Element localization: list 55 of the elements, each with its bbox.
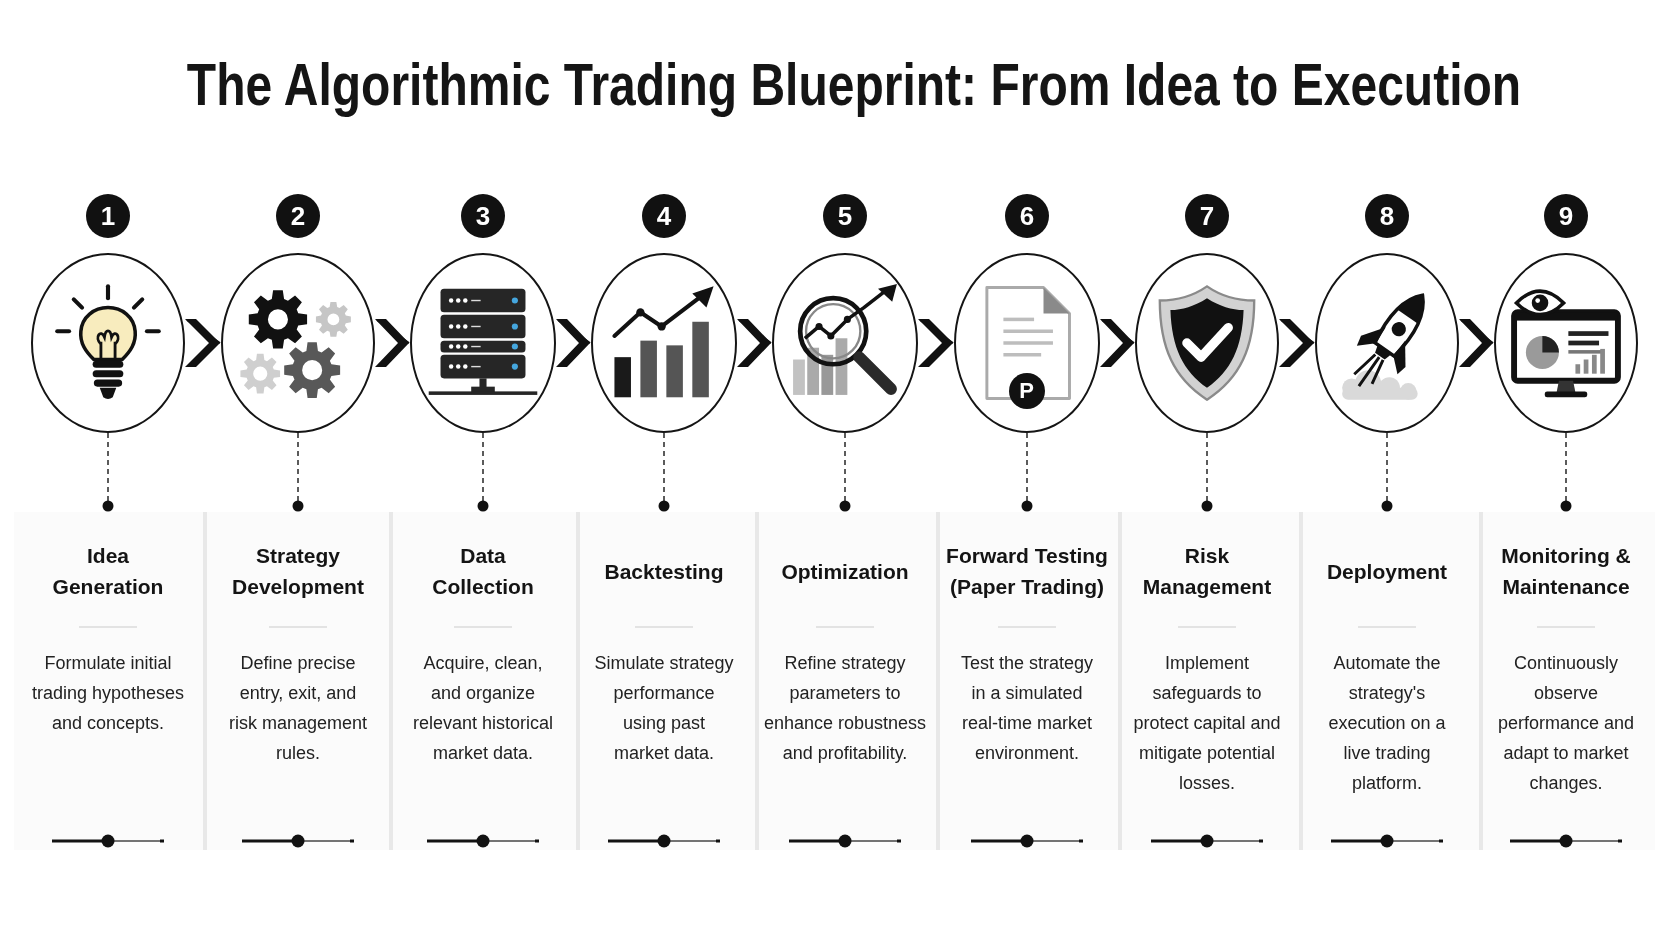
step-circle <box>410 253 556 433</box>
step-column <box>14 512 203 850</box>
number-badge: 9 <box>1544 194 1588 238</box>
step-column <box>576 512 755 850</box>
step-column <box>389 512 576 850</box>
step-title: Strategy Development <box>232 543 364 600</box>
step-description: Acquire, clean, and organize relevant historical market data. <box>412 652 554 765</box>
number-badge: 7 <box>1185 194 1229 238</box>
step-column <box>1299 512 1479 850</box>
step-description: Implement safeguards to protect capital and mitigate potential losses. <box>1133 652 1281 795</box>
step-title: Data Collection <box>432 543 534 600</box>
step-circle <box>221 253 375 433</box>
dashed-connector <box>1381 432 1393 513</box>
step-circle <box>954 253 1100 433</box>
step-circle <box>1315 253 1459 433</box>
step-title: Forward Testing (Paper Trading) <box>946 543 1108 600</box>
number-badge: 1 <box>86 194 130 238</box>
step-title: Optimization <box>781 558 909 585</box>
number-badge: 5 <box>823 194 867 238</box>
step-title: Risk Management <box>1142 543 1272 600</box>
step-circle <box>31 253 185 433</box>
step-description: Test the strategy in a simulated real-time market environment. <box>960 652 1094 765</box>
step-circle <box>772 253 918 433</box>
step-description: Automate the strategy's execution on a live trading platform. <box>1328 652 1446 795</box>
step-description: Define precise entry, exit, and risk management rules. <box>228 652 368 765</box>
number-badge: 6 <box>1005 194 1049 238</box>
step-title: Backtesting <box>604 558 724 585</box>
number-badge: 4 <box>642 194 686 238</box>
dashed-connector <box>1201 432 1213 513</box>
step-title: Deployment <box>1326 558 1448 585</box>
step-column <box>755 512 936 850</box>
number-badge: 2 <box>276 194 320 238</box>
step-description: Continuously observe performance and adapt to market changes. <box>1497 652 1635 795</box>
step-circle <box>1494 253 1638 433</box>
dashed-connector <box>658 432 670 513</box>
dashed-connector <box>292 432 304 513</box>
number-badge: 8 <box>1365 194 1409 238</box>
step-title: Monitoring & Maintenance <box>1501 543 1631 600</box>
step-description: Formulate initial trading hypotheses and concepts. <box>31 652 185 735</box>
step-title: Idea Generation <box>52 543 164 600</box>
step-column <box>203 512 389 850</box>
step-description: Simulate strategy performance using past market data. <box>594 652 734 765</box>
dashed-connector <box>1560 432 1572 513</box>
step-description: Refine strategy parameters to enhance robustness and profitability. <box>763 652 927 765</box>
step-column <box>936 512 1118 850</box>
step-column <box>1479 512 1655 850</box>
dashed-connector <box>477 432 489 513</box>
diagram-title: The Algorithmic Trading Blueprint: From Idea to Execution <box>186 50 1522 120</box>
step-circle <box>1135 253 1279 433</box>
step-circle <box>591 253 737 433</box>
dashed-connector <box>839 432 851 513</box>
dashed-connector <box>102 432 114 513</box>
dashed-connector <box>1021 432 1033 513</box>
number-badge: 3 <box>461 194 505 238</box>
step-column <box>1118 512 1299 850</box>
